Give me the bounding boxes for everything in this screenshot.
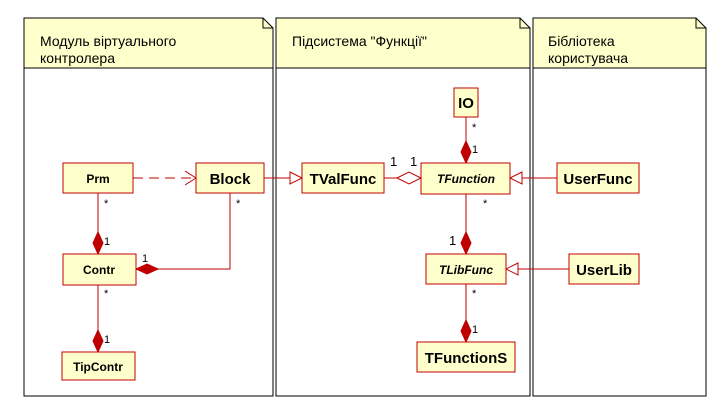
class-userlib[interactable]: UserLib: [568, 253, 640, 285]
multiplicity-label: *: [472, 122, 477, 134]
package-user-library[interactable]: Бібліотека користувача: [532, 17, 707, 397]
class-io[interactable]: IO: [453, 87, 479, 118]
class-label: TValFunc: [310, 171, 377, 188]
package-header: [275, 17, 531, 69]
multiplicity-label: 1: [104, 334, 110, 346]
package-virtual-controller[interactable]: Модуль віртуального контролера: [23, 17, 274, 397]
package-header: [23, 17, 274, 69]
edge-block-tvalfunc-generalization: [264, 171, 304, 185]
multiplicity-label: *: [104, 198, 109, 210]
class-tfunction[interactable]: TFunction: [420, 162, 511, 195]
package-title-line-1: Бібліотека: [548, 33, 615, 49]
edge-tlibfunc-tfunctions-composition: [460, 284, 472, 344]
class-label: UserLib: [576, 262, 632, 279]
package-fold: [519, 18, 530, 29]
multiplicity-label: 1: [104, 236, 110, 248]
package-fold: [695, 18, 706, 29]
class-userfunc[interactable]: UserFunc: [556, 162, 640, 194]
class-label: TFunction: [437, 172, 495, 186]
multiplicity-label: *: [472, 288, 477, 300]
class-block[interactable]: Block: [195, 162, 265, 194]
class-prm[interactable]: Prm: [62, 162, 134, 194]
class-label: Contr: [83, 263, 115, 277]
multiplicity-label: 1: [449, 233, 456, 248]
class-tfunctions[interactable]: TFunctionS: [416, 341, 516, 373]
multiplicity-label: 1: [472, 324, 478, 336]
class-label: TLibFunc: [439, 263, 493, 277]
package-header: [532, 17, 707, 69]
package-fold: [262, 18, 273, 29]
multiplicity-label: 1: [472, 144, 478, 156]
package-title-line-2: користувача: [548, 50, 628, 66]
package-functions[interactable]: Підсистема "Функції": [275, 17, 531, 397]
edge-userlib-tlibfunc-generalization: [504, 262, 569, 276]
class-label: IO: [458, 95, 474, 112]
class-tvalfunc[interactable]: TValFunc: [301, 162, 385, 194]
package-body: [532, 67, 707, 397]
class-contr[interactable]: Contr: [62, 253, 137, 286]
multiplicity-label: 1: [142, 253, 148, 265]
class-tipcontr[interactable]: TipContr: [61, 351, 136, 381]
class-label: Block: [210, 171, 252, 188]
class-tlibfunc[interactable]: TLibFunc: [425, 253, 507, 285]
package-body: [23, 67, 274, 397]
package-title-line-1: Підсистема "Функції": [292, 33, 427, 49]
package-title-line-2: контролера: [40, 50, 115, 66]
class-label: Prm: [86, 172, 109, 186]
class-label: UserFunc: [563, 171, 632, 188]
multiplicity-label: *: [236, 198, 241, 210]
class-label: TFunctionS: [425, 350, 508, 367]
multiplicity-label: *: [104, 288, 109, 300]
package-title-line-1: Модуль віртуального: [40, 33, 177, 49]
multiplicity-label: 1: [410, 154, 417, 169]
multiplicity-label: *: [483, 198, 488, 210]
multiplicity-label: 1: [390, 154, 397, 169]
class-label: TipContr: [73, 360, 123, 374]
edge-userfunc-tfunction-generalization: [508, 171, 557, 185]
package-body: [275, 67, 531, 397]
